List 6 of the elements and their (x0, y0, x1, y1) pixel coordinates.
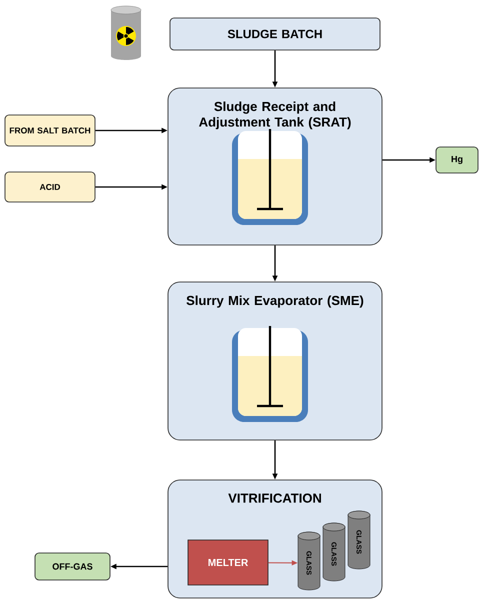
feed-box: ACID (4, 172, 96, 202)
feed-box: FROM SALT BATCH (4, 114, 96, 146)
melter-box: MELTER (188, 540, 268, 586)
product-box: Hg (436, 146, 478, 174)
product-box: OFF-GAS (34, 552, 110, 580)
process-box: SLUDGE BATCH (170, 18, 380, 50)
